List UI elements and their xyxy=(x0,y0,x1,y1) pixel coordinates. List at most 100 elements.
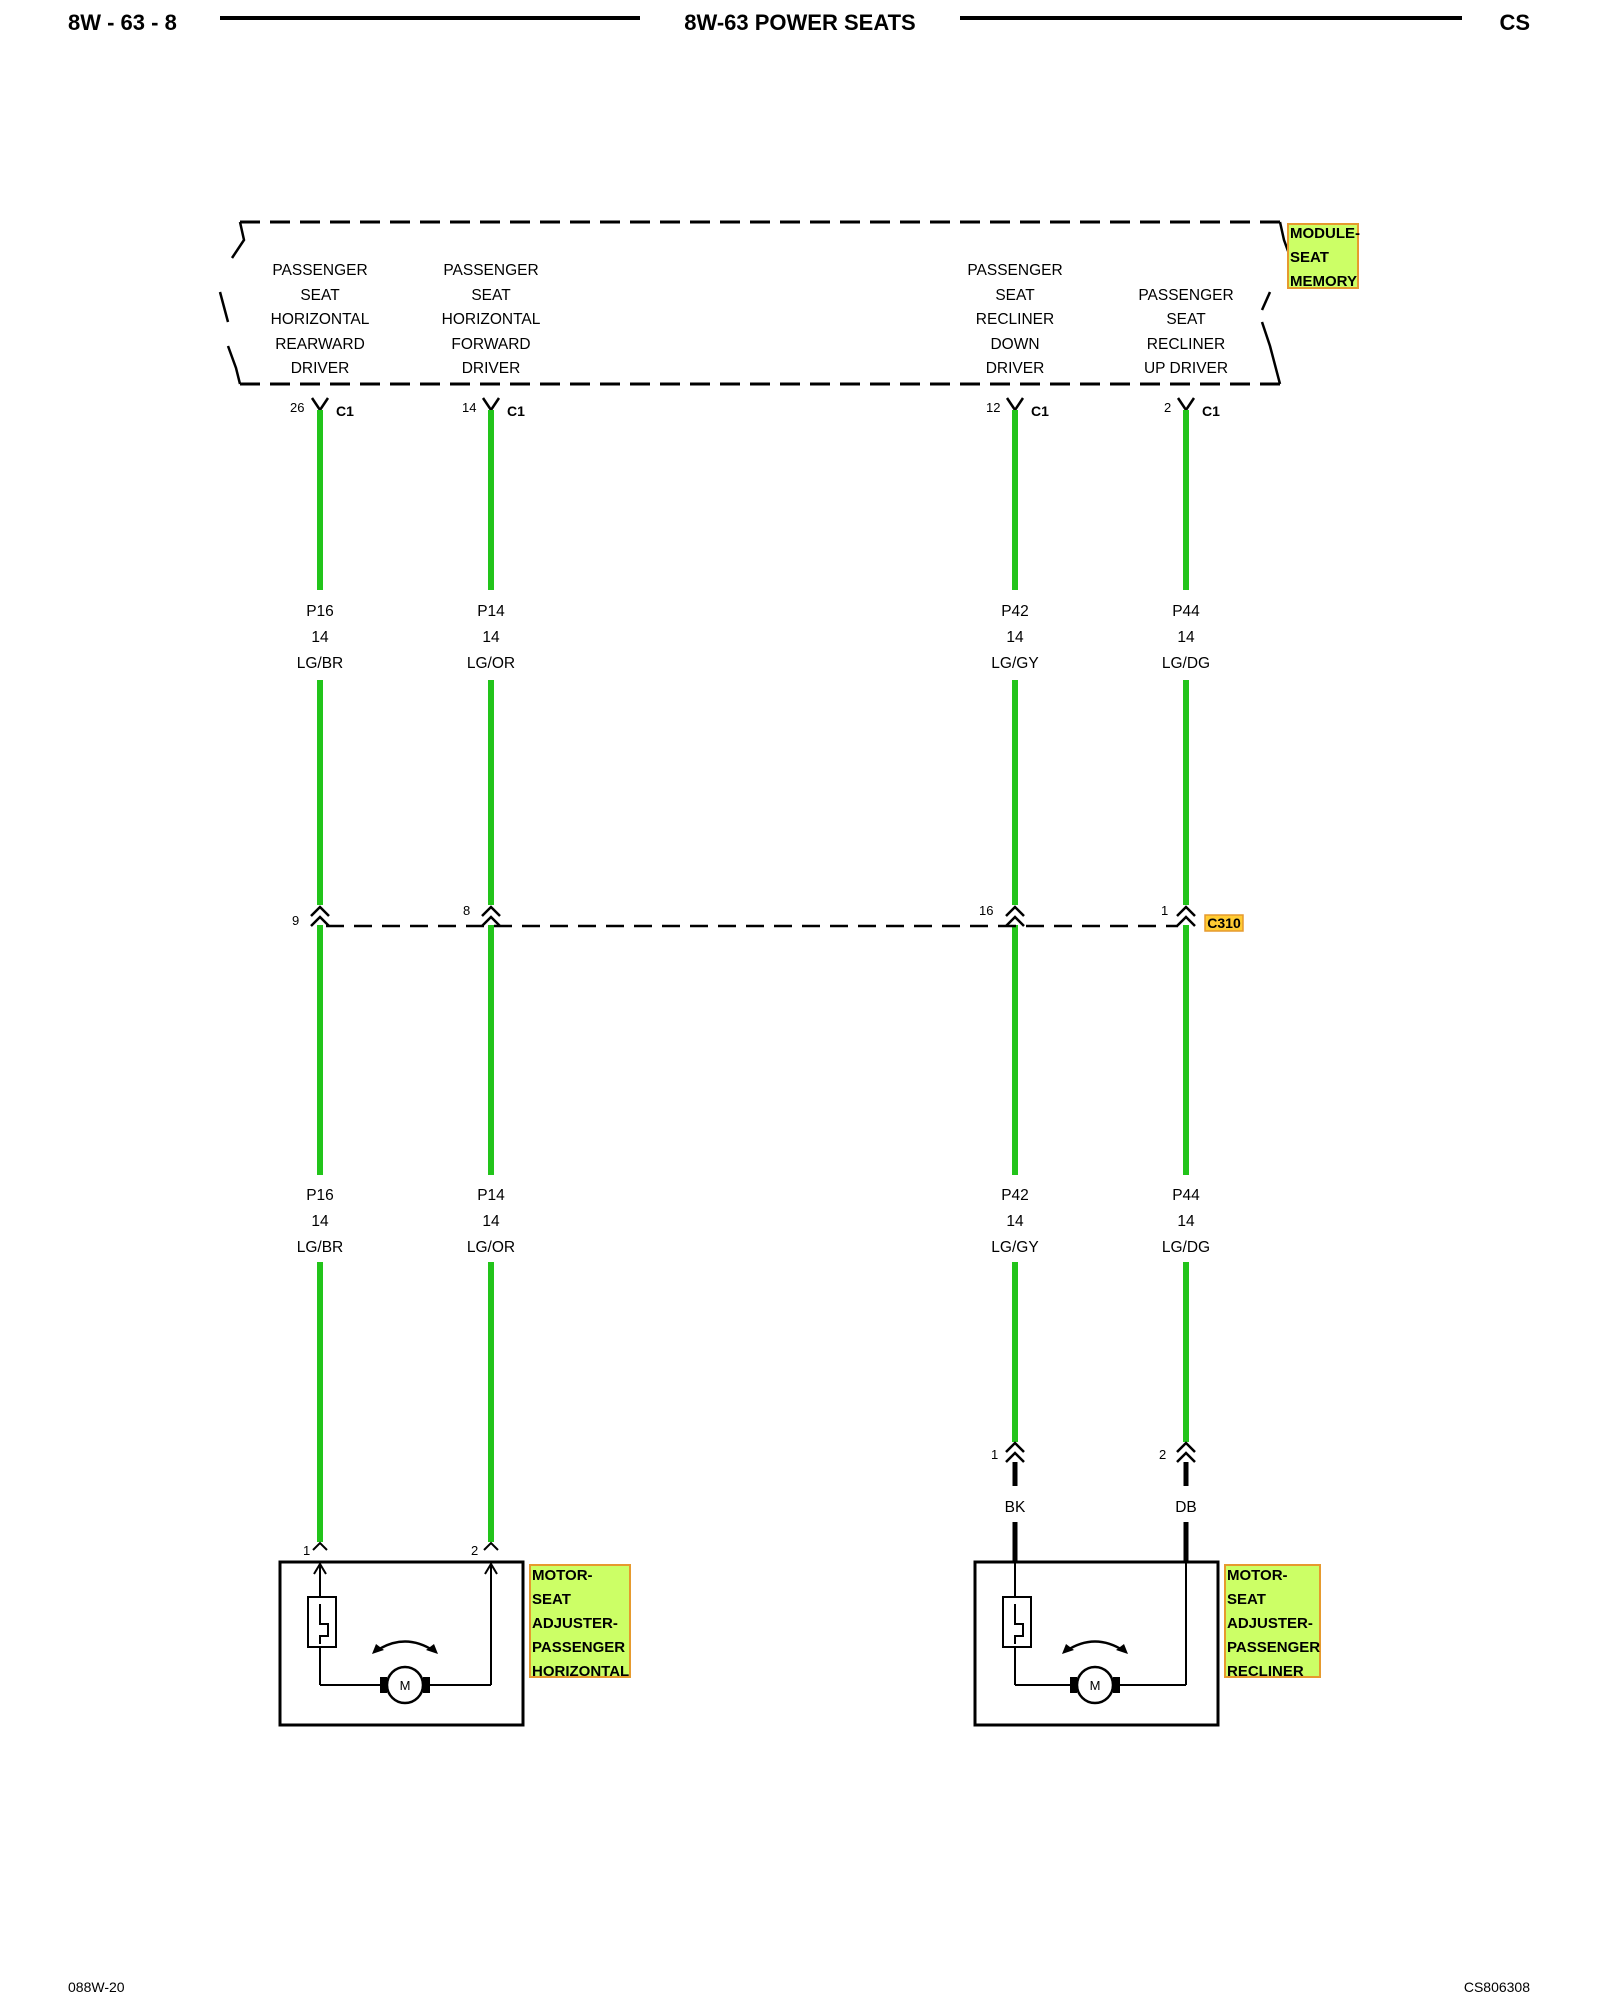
wire-up-upper-circuit: P44 xyxy=(1172,603,1200,620)
recliner-pigtail-connector: 1 2 BK DB xyxy=(991,1441,1197,1562)
motor-horizontal-pin1-number: 1 xyxy=(303,1543,310,1558)
func-up-line-2: SEAT xyxy=(1166,311,1206,328)
motor-recliner-name-line-1: MOTOR- xyxy=(1227,1567,1288,1584)
func-up-line-3: RECLINER xyxy=(1147,336,1225,353)
motor-horizontal-name-line-4: PASSENGER xyxy=(532,1639,625,1656)
func-fwd-line-2: SEAT xyxy=(471,287,511,304)
wire-fwd-lower-circuit: P14 xyxy=(477,1187,505,1204)
motor-recliner-name-line-2: SEAT xyxy=(1227,1591,1266,1608)
motor-horizontal-pin2-number: 2 xyxy=(471,1543,478,1558)
c1-pin-down-symbol xyxy=(1005,397,1025,413)
function-label-recliner-down: PASSENGER SEAT RECLINER DOWN DRIVER xyxy=(967,262,1062,377)
pigtail-pin-down-bottom xyxy=(1005,1451,1025,1463)
func-rear-line-2: SEAT xyxy=(300,287,340,304)
module-break-right-mid xyxy=(1260,291,1272,311)
c310-pin-rear-number: 9 xyxy=(292,913,299,928)
module-break-right-lower xyxy=(1260,321,1282,385)
wire-rear-upper-color: LG/BR xyxy=(297,655,344,672)
motor-recliner-brush-right xyxy=(1113,1677,1120,1693)
motor-recliner-symbol: M xyxy=(1090,1678,1101,1693)
c310-pin-down-bottom xyxy=(1005,915,1025,927)
c310-pin-up-bottom xyxy=(1176,915,1196,927)
motor-recliner-brush-left xyxy=(1070,1677,1077,1693)
func-rear-line-1: PASSENGER xyxy=(272,262,367,279)
page-footer: 088W-20 CS806308 xyxy=(68,1979,1530,1995)
func-down-line-1: PASSENGER xyxy=(967,262,1062,279)
c310-pin-up-number: 1 xyxy=(1161,903,1168,918)
wire-labels-upper: P16 14 LG/BR P14 14 LG/OR P42 14 LG/GY P… xyxy=(297,603,1210,672)
func-fwd-line-5: DRIVER xyxy=(462,360,521,377)
module-break-left-lower xyxy=(226,345,242,385)
wire-down-upper-color: LG/GY xyxy=(991,655,1038,672)
motor-horizontal-rotation-arrow-right-icon xyxy=(426,1644,438,1654)
wire-rear-lower-color: LG/BR xyxy=(297,1239,344,1256)
func-fwd-line-4: FORWARD xyxy=(451,336,530,353)
motor-horizontal-symbol: M xyxy=(400,1678,411,1693)
c310-pin-rear-top xyxy=(310,905,330,917)
func-rear-line-5: DRIVER xyxy=(291,360,350,377)
motor-horizontal-motor-icon xyxy=(385,1665,425,1705)
c310-pin-down-top xyxy=(1005,905,1025,917)
c1-pin-up-label: C1 xyxy=(1202,403,1220,419)
motor-horizontal-name-line-1: MOTOR- xyxy=(532,1567,593,1584)
motor-recliner-rotation-arrow-right-icon xyxy=(1116,1644,1128,1654)
pigtail-pin-up-bottom xyxy=(1176,1451,1196,1463)
lead-up-color: DB xyxy=(1175,1499,1197,1516)
c1-pin-up-number: 2 xyxy=(1164,400,1171,415)
wire-rear-lower-circuit: P16 xyxy=(306,1187,334,1204)
wire-fwd-upper-color: LG/OR xyxy=(467,655,515,672)
motor-recliner-breaker-element xyxy=(1014,1604,1024,1644)
motor-recliner-name-line-3: ADJUSTER- xyxy=(1227,1615,1313,1632)
wire-up-upper-gauge: 14 xyxy=(1177,629,1195,646)
c1-pin-up: 2 C1 xyxy=(1164,397,1220,419)
wire-labels-lower: P16 14 LG/BR P14 14 LG/OR P42 14 LG/GY P… xyxy=(297,1187,1210,1256)
motor-horizontal-name-highlight xyxy=(529,1564,631,1678)
c1-pin-rear-label: C1 xyxy=(336,403,354,419)
func-down-line-4: DOWN xyxy=(990,336,1039,353)
c310-pin-fwd-top xyxy=(481,905,501,917)
motor-horizontal-rotation-arc-icon xyxy=(375,1640,435,1653)
connector-c310: 9 8 16 1 C310 xyxy=(292,903,1244,932)
motor-recliner-motor-icon xyxy=(1075,1665,1115,1705)
c310-name: C310 xyxy=(1207,915,1241,931)
motor-horizontal-box xyxy=(278,1560,525,1727)
page-header: 8W - 63 - 8 8W-63 POWER SEATS CS xyxy=(68,10,1530,35)
motor-recliner-rotation-arrow-left-icon xyxy=(1062,1644,1074,1654)
wire-up-lower-circuit: P44 xyxy=(1172,1187,1200,1204)
motor-recliner-name-line-4: PASSENGER xyxy=(1227,1639,1320,1656)
wire-down-upper-circuit: P42 xyxy=(1001,603,1029,620)
wire-down-lower-gauge: 14 xyxy=(1006,1213,1024,1230)
header-code: CS xyxy=(1499,10,1530,35)
motor-horizontal-breaker-element xyxy=(319,1604,329,1644)
motor-horizontal-breaker-icon xyxy=(307,1596,337,1648)
motor-recliner: M MOTOR- SEAT ADJUSTER- PASSENGER RECLIN… xyxy=(973,1560,1321,1727)
page-number: 8W - 63 - 8 xyxy=(68,10,177,35)
motor-horizontal-name-line-5: HORIZONTAL xyxy=(532,1663,629,1680)
module-name-line-3: MEMORY xyxy=(1290,273,1357,290)
module-connector-c1: 26 C1 14 C1 12 C1 2 C1 xyxy=(290,397,1220,419)
motor-recliner-box xyxy=(973,1560,1220,1727)
wire-down-lower-circuit: P42 xyxy=(1001,1187,1029,1204)
c1-pin-rear-number: 26 xyxy=(290,400,304,415)
wire-up-upper-color: LG/DG xyxy=(1162,655,1210,672)
motor-horizontal-pin2-symbol xyxy=(483,1541,499,1551)
function-label-recliner-up: PASSENGER SEAT RECLINER UP DRIVER xyxy=(1138,287,1233,377)
motor-horizontal-arrow-left xyxy=(313,1562,327,1575)
lead-down-color: BK xyxy=(1005,1499,1026,1516)
motor-horizontal-name-line-2: SEAT xyxy=(532,1591,571,1608)
function-label-rearward: PASSENGER SEAT HORIZONTAL REARWARD DRIVE… xyxy=(271,262,370,377)
pigtail-pin-down-number: 1 xyxy=(991,1447,998,1462)
c310-pin-fwd-bottom xyxy=(481,915,501,927)
pigtail-pin-up-top xyxy=(1176,1441,1196,1453)
c1-pin-fwd-symbol xyxy=(481,397,501,413)
wire-fwd-lower-gauge: 14 xyxy=(482,1213,500,1230)
c1-pin-up-symbol xyxy=(1176,397,1196,413)
c310-pin-up-top xyxy=(1176,905,1196,917)
func-up-line-4: UP DRIVER xyxy=(1144,360,1228,377)
motor-horizontal-brush-right xyxy=(423,1677,430,1693)
func-up-line-1: PASSENGER xyxy=(1138,287,1233,304)
pigtail-pin-up-number: 2 xyxy=(1159,1447,1166,1462)
wire-rear-lower-gauge: 14 xyxy=(311,1213,329,1230)
func-fwd-line-3: HORIZONTAL xyxy=(442,311,541,328)
module-break-left-mid xyxy=(218,291,230,323)
